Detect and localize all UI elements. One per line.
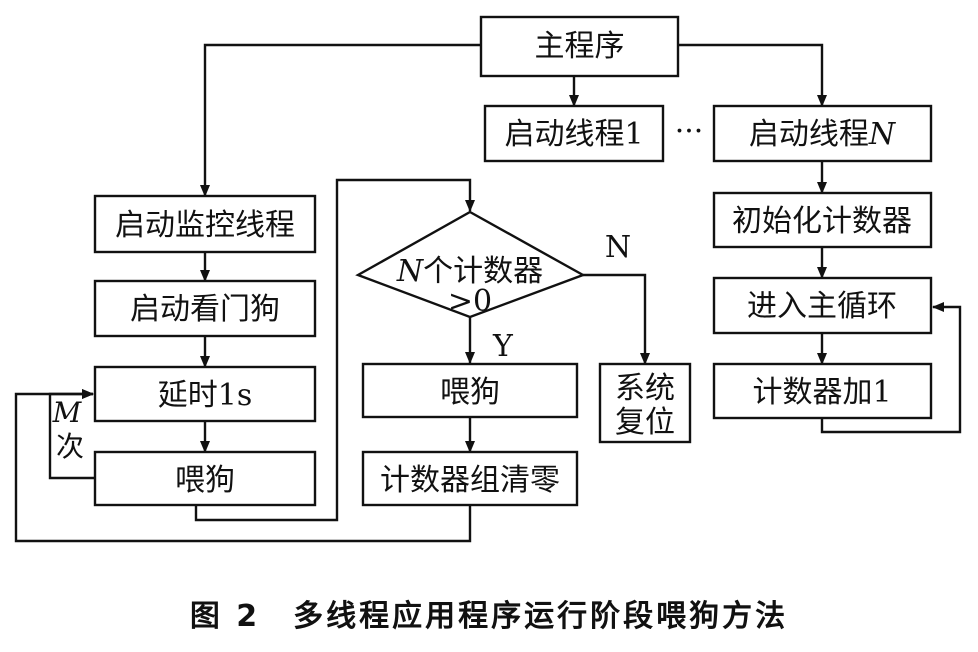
svg-text:延时1s: 延时1s — [158, 378, 252, 413]
decision-condition: >0 — [448, 284, 492, 319]
svg-text:启动看门狗: 启动看门狗 — [130, 292, 280, 327]
svg-text:计数器组清零: 计数器组清零 — [380, 463, 560, 498]
edge-feed-to-decision — [194, 178, 475, 522]
node-feed-dog-mid: 喂狗 — [361, 362, 579, 419]
figure-caption: 图 2 多线程应用程序运行阶段喂狗方法 — [190, 599, 788, 634]
node-thread-n-var: N — [868, 117, 897, 152]
svg-text:系统: 系统 — [615, 371, 675, 406]
svg-text:复位: 复位 — [615, 405, 675, 440]
svg-text:初始化计数器: 初始化计数器 — [732, 204, 912, 239]
ellipsis: ··· — [675, 114, 704, 149]
loop-count-var: M — [52, 396, 83, 429]
svg-text:进入主循环: 进入主循环 — [747, 289, 897, 324]
svg-text:启动监控线程: 启动监控线程 — [115, 208, 295, 243]
label-no: N — [605, 230, 631, 265]
node-delay-1s: 延时1s — [93, 365, 317, 423]
decision-text: 个计数器 — [423, 254, 543, 289]
loop-count-times: 次 — [56, 430, 84, 463]
node-thread-n-label: 启动线程 — [749, 117, 869, 152]
edge-decision-no — [583, 273, 650, 365]
decision-var: N — [396, 254, 425, 289]
svg-text:启动线程1: 启动线程1 — [504, 117, 643, 152]
node-main-program: 主程序 — [479, 15, 680, 78]
svg-text:启动线程N: 启动线程N — [749, 117, 897, 152]
edge-main-to-monitor — [200, 43, 481, 197]
svg-text:主程序: 主程序 — [535, 29, 625, 64]
node-counter-add: 计数器加1 — [712, 362, 933, 420]
node-decision-counters: N个计数器 >0 — [355, 210, 586, 319]
edge-clear-loop-back-to-delay — [14, 389, 472, 543]
svg-text:计数器加1: 计数器加1 — [752, 375, 891, 410]
node-system-reset: 系统 复位 — [598, 362, 692, 444]
node-enter-main-loop: 进入主循环 — [712, 276, 933, 335]
node-clear-counters: 计数器组清零 — [361, 450, 579, 507]
edge-add-loop-back — [820, 302, 962, 434]
label-yes: Y — [492, 329, 514, 364]
node-feed-dog-left: 喂狗 — [93, 450, 317, 507]
node-start-monitor-thread: 启动监控线程 — [93, 194, 317, 254]
svg-text:N个计数器: N个计数器 — [396, 254, 543, 289]
node-start-thread-n: 启动线程N — [712, 104, 933, 163]
edge-main-to-threadN — [678, 43, 827, 107]
node-init-counter: 初始化计数器 — [712, 191, 933, 249]
svg-text:喂狗: 喂狗 — [440, 375, 500, 410]
node-start-watchdog: 启动看门狗 — [93, 279, 317, 338]
svg-text:喂狗: 喂狗 — [175, 463, 235, 498]
node-start-thread-1: 启动线程1 — [483, 104, 665, 163]
